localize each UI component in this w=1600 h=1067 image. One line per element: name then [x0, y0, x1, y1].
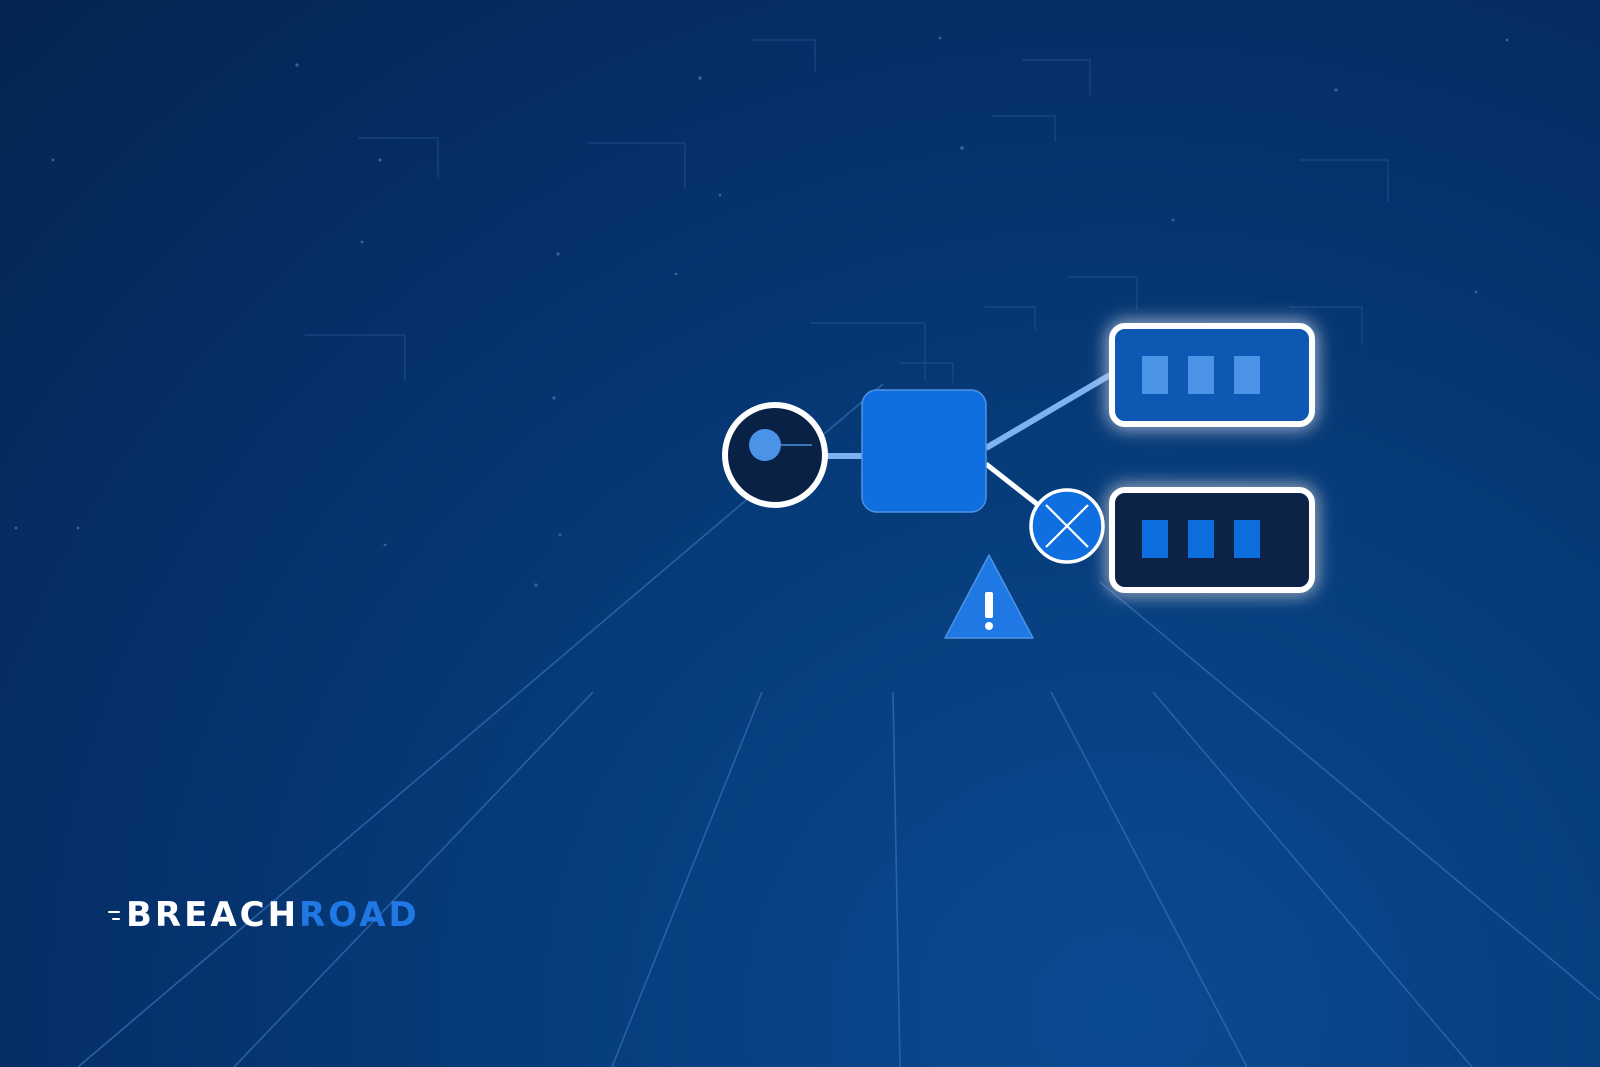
record-circle-icon	[722, 402, 828, 508]
edge-hub-allowed-target	[984, 372, 1112, 451]
logo-text-road: ROAD	[299, 895, 420, 935]
server-blocks-icon	[1109, 487, 1315, 593]
filled-square-icon	[861, 389, 987, 513]
perspective-road-lines	[77, 383, 1600, 1067]
warning-triangle-icon	[944, 554, 1034, 639]
x-circle-icon	[1029, 488, 1105, 564]
logo-text-breach: BREACH	[126, 895, 300, 935]
connection-edges	[826, 372, 1112, 510]
background-dots	[14, 36, 1509, 587]
background-bracket-lines	[305, 39, 1389, 383]
logo-speed-streaks	[104, 910, 120, 920]
server-blocks-icon	[1109, 323, 1315, 427]
brand-logo: BREACH ROAD	[104, 895, 420, 935]
edge-hub-blocked-target	[984, 462, 1044, 510]
